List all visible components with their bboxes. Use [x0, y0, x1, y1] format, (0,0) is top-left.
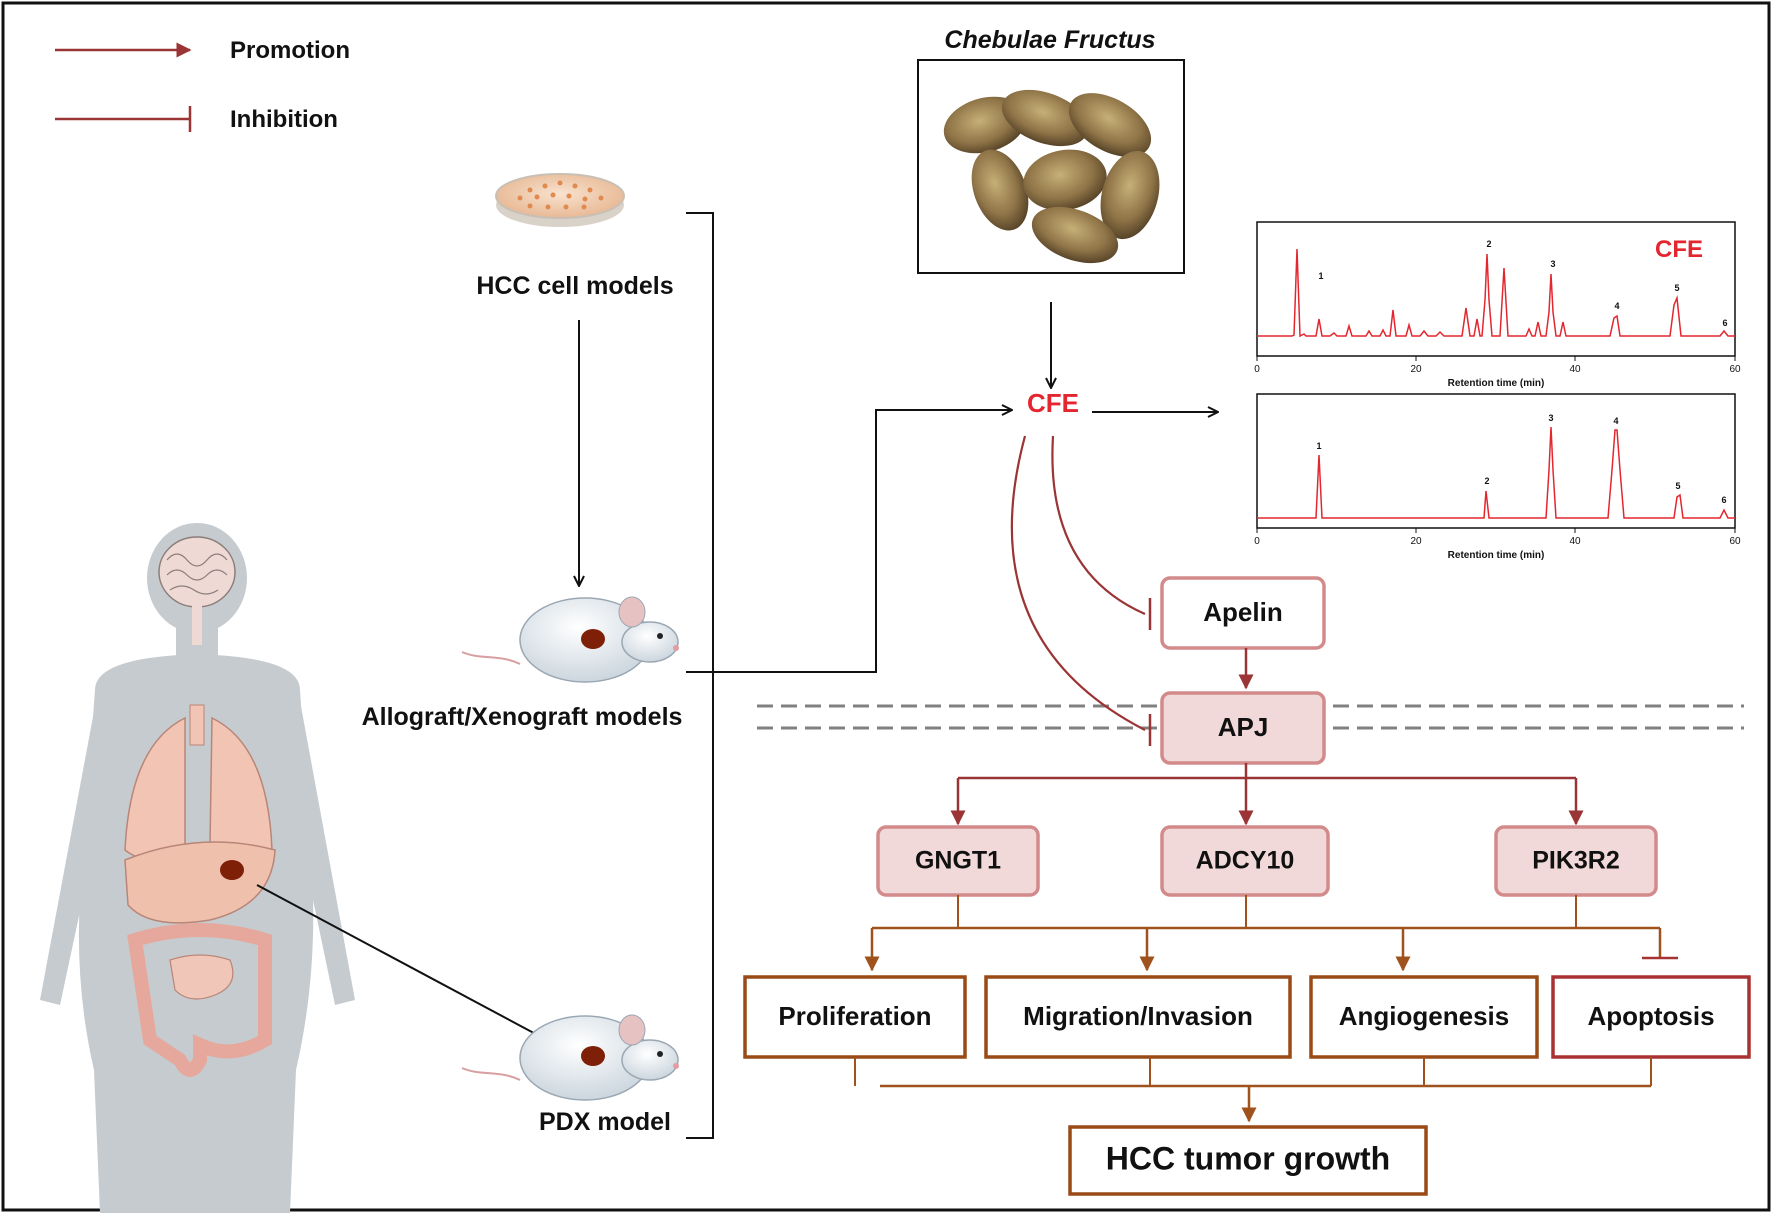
tick-label: 0 [1254, 364, 1260, 375]
tick-label: 20 [1410, 536, 1422, 547]
peak-label: 2 [1484, 476, 1489, 486]
peak-label: 6 [1722, 318, 1727, 328]
x-axis-label: Retention time (min) [1448, 550, 1545, 561]
node-tumor-growth [1068, 1125, 1428, 1196]
chromatogram-top: CFE 1 2 3 4 5 6 0 20 40 60 Retention tim… [1254, 221, 1741, 389]
petri-dish-icon [495, 173, 625, 227]
legend-inhibition-label: Inhibition [230, 106, 338, 133]
cfe-label: CFE [1027, 388, 1079, 418]
tick-label: 20 [1410, 364, 1422, 375]
peak-label: 5 [1674, 283, 1679, 293]
tick-label: 60 [1729, 364, 1741, 375]
node-migration [984, 975, 1292, 1059]
human-body-illustration [40, 523, 355, 1213]
peak-label: 3 [1550, 259, 1555, 269]
peak-label: 4 [1614, 301, 1619, 311]
peak-label: 1 [1318, 271, 1323, 281]
peak-label: 2 [1486, 239, 1491, 249]
legend: Promotion Inhibition [55, 37, 350, 133]
chromatogram-cfe-label: CFE [1655, 236, 1703, 263]
peak-label: 6 [1721, 495, 1726, 505]
node-adcy10-label: ADCY10 [1196, 847, 1295, 875]
hcc-cell-models-label: HCC cell models [476, 272, 673, 300]
node-apoptosis-label: Apoptosis [1587, 1001, 1714, 1031]
node-apj [1160, 691, 1326, 765]
legend-promotion-label: Promotion [230, 37, 350, 64]
node-apj-label: APJ [1218, 712, 1269, 742]
models-bracket [686, 212, 714, 1139]
herb-title: Chebulae Fructus [944, 26, 1155, 54]
peak-label: 1 [1316, 441, 1321, 451]
node-apelin-label: Apelin [1203, 597, 1282, 627]
peak-label: 3 [1548, 413, 1553, 423]
peak-label: 4 [1613, 416, 1618, 426]
node-angiogenesis-label: Angiogenesis [1339, 1001, 1509, 1031]
node-tumor-growth-label: HCC tumor growth [1106, 1140, 1390, 1176]
mouse-icon [461, 1014, 679, 1101]
node-angiogenesis [1309, 975, 1539, 1059]
tick-label: 60 [1729, 536, 1741, 547]
node-gngt1-label: GNGT1 [915, 847, 1001, 875]
pdx-model-label: PDX model [539, 1108, 671, 1136]
allograft-label: Allograft/Xenograft models [362, 703, 683, 731]
node-proliferation [743, 975, 967, 1059]
node-apelin [1160, 576, 1326, 650]
mouse-icon [461, 596, 679, 683]
node-migration-label: Migration/Invasion [1023, 1001, 1253, 1031]
tick-label: 40 [1569, 364, 1581, 375]
chromatogram-bottom: 1 2 3 4 5 6 0 20 40 60 Retention time (m… [1254, 393, 1741, 561]
node-proliferation-label: Proliferation [778, 1001, 931, 1031]
peak-label: 5 [1675, 481, 1680, 491]
node-pik3r2-label: PIK3R2 [1532, 847, 1620, 875]
tick-label: 0 [1254, 536, 1260, 547]
herb-photo [917, 59, 1185, 274]
x-axis-label: Retention time (min) [1448, 378, 1545, 389]
node-apoptosis [1551, 975, 1751, 1059]
tick-label: 40 [1569, 536, 1581, 547]
